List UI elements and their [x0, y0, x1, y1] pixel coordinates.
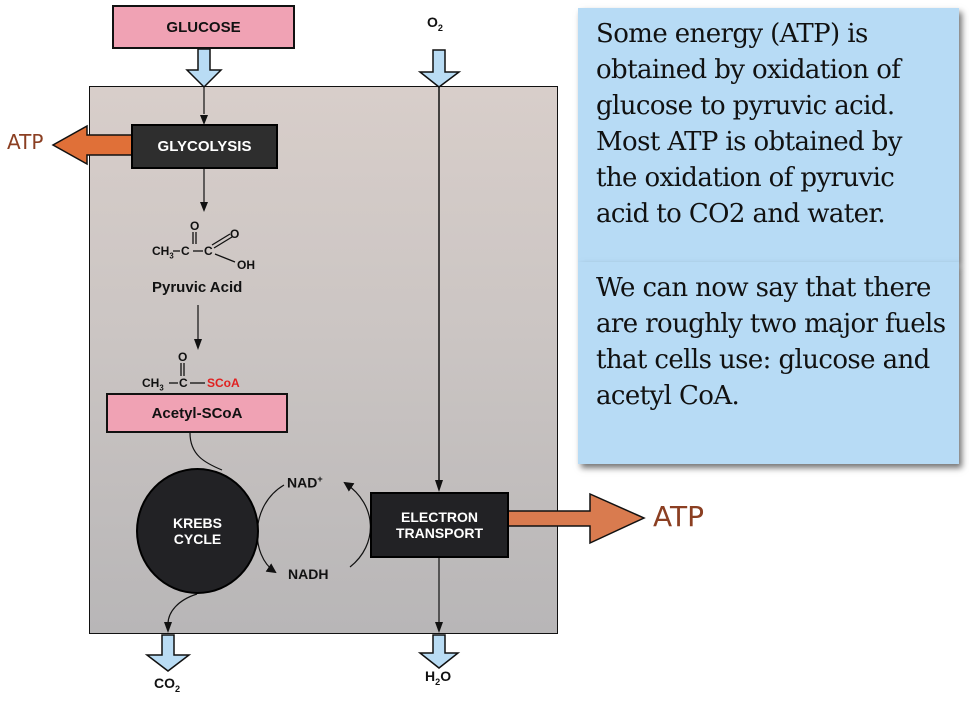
- pyruvic-ch3: CH3: [152, 244, 174, 261]
- atp-right-arrow: [507, 492, 646, 545]
- atp-left-arrow: [51, 124, 133, 166]
- acetyl-oxygen: O: [178, 350, 188, 364]
- note-fuels-text: We can now say that there are roughly tw…: [596, 273, 946, 411]
- o2-label: O2: [427, 14, 443, 33]
- acetyl-scoa-label: Acetyl-SCoA: [151, 404, 243, 422]
- o2-input-arrow: [417, 49, 462, 88]
- pyruvic-carbon-1: C: [181, 244, 190, 258]
- nadh-to-nad-arc: [343, 481, 371, 568]
- pyruvic-hydroxyl: OH: [237, 258, 255, 272]
- pyruvic-acid-label: Pyruvic Acid: [152, 279, 243, 296]
- note-energy-text: Some energy (ATP) is obtained by oxidati…: [596, 19, 902, 229]
- atp-left-label: ATP: [7, 130, 44, 154]
- krebs-label-line2: CYCLE: [173, 531, 222, 547]
- krebs-label-line1: KREBS: [172, 515, 222, 531]
- glycolysis-label: GLYCOLYSIS: [157, 138, 252, 155]
- pyruvic-oxygen-2: O: [230, 227, 240, 241]
- acetyl-scoa-box: Acetyl-SCoA: [106, 393, 288, 433]
- nadh-label: NADH: [288, 566, 329, 582]
- acetyl-carbon: C: [179, 376, 188, 390]
- electron-transport-box: ELECTRON TRANSPORT: [370, 492, 509, 558]
- note-major-fuels: We can now say that there are roughly tw…: [578, 262, 959, 464]
- krebs-cycle-circle: KREBS CYCLE: [136, 468, 259, 594]
- acetyl-ch3: CH3: [142, 376, 164, 393]
- pyruvic-carbon-2: C: [204, 244, 213, 258]
- h2o-output-arrow: [417, 634, 461, 669]
- krebs-to-co2-curve: [167, 593, 198, 625]
- glycolysis-box: GLYCOLYSIS: [131, 124, 278, 169]
- atp-right-label: ATP: [653, 500, 704, 533]
- h2o-label: H2O: [425, 668, 452, 687]
- acetyl-to-krebs-curve: [189, 432, 223, 471]
- note-energy-summary: Some energy (ATP) is obtained by oxidati…: [578, 8, 959, 262]
- nad-to-nadh-arc: [256, 484, 285, 574]
- co2-label: CO2: [154, 675, 181, 694]
- electron-label-line2: TRANSPORT: [395, 525, 484, 541]
- pyruvic-oxygen-1: O: [190, 219, 200, 233]
- glucose-input-arrow: [185, 48, 223, 89]
- glucose-box: GLUCOSE: [112, 5, 295, 49]
- electron-label-line1: ELECTRON: [401, 509, 478, 525]
- co2-output-arrow: [144, 634, 192, 672]
- acetyl-scoa-group: SCoA: [207, 376, 240, 390]
- nad-plus-label: NAD+: [287, 474, 323, 491]
- glucose-label: GLUCOSE: [166, 18, 241, 36]
